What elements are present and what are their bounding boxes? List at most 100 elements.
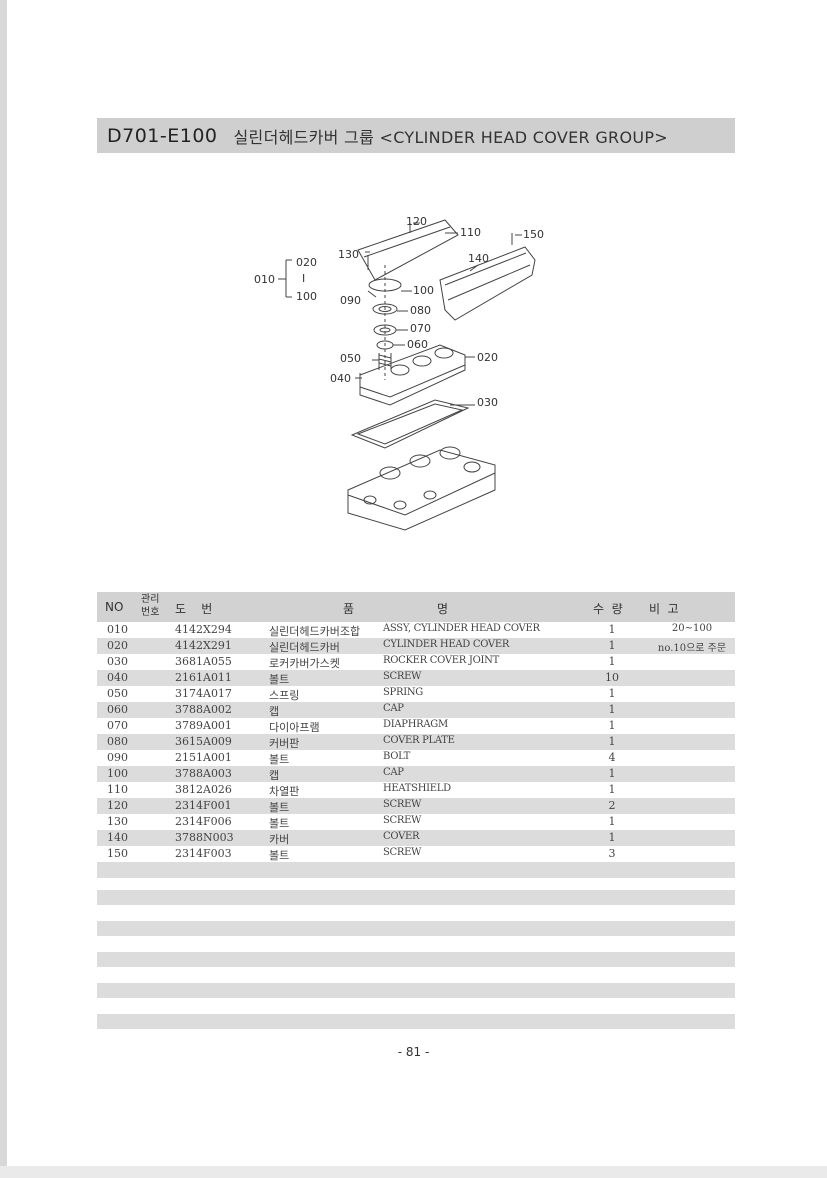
cell-korean-name: 실린더헤드카버조합	[269, 625, 361, 638]
blank-row	[97, 952, 735, 967]
cell-no: 080	[107, 735, 128, 748]
callout-110: 110	[460, 226, 481, 239]
cell-part-number: 2161A011	[175, 671, 232, 684]
cell-korean-name: 볼트	[269, 673, 290, 686]
cell-korean-name: 로커카버가스켓	[269, 657, 340, 670]
cell-qty: 1	[608, 783, 616, 796]
title-bar: D701-E100 실린더헤드카버 그룹 <CYLINDER HEAD COVE…	[97, 118, 735, 153]
cell-english-name: HEATSHIELD	[383, 783, 451, 794]
callout-070: 070	[410, 322, 431, 335]
cell-qty: 1	[608, 719, 616, 732]
table-row: 150 2314F003 볼트 SCREW 3	[97, 846, 735, 862]
cell-no: 050	[107, 687, 128, 700]
cell-qty: 1	[608, 767, 616, 780]
cell-english-name: SCREW	[383, 847, 422, 858]
cell-korean-name: 스프링	[269, 689, 300, 702]
callout-020: 020	[477, 351, 498, 364]
cell-korean-name: 캡	[269, 705, 280, 718]
cell-english-name: SPRING	[383, 687, 423, 698]
cell-no: 140	[107, 831, 128, 844]
exploded-parts-diagram: 120 110 150 130 140 020 I 010 100 090 10…	[254, 215, 544, 531]
page-edge	[0, 0, 7, 1178]
cell-part-number: 3788A002	[175, 703, 232, 716]
cell-english-name: BOLT	[383, 751, 411, 762]
blank-row	[97, 921, 735, 936]
cell-part-number: 3681A055	[175, 655, 232, 668]
cell-english-name: DIAPHRAGM	[383, 719, 448, 730]
cell-no: 060	[107, 703, 128, 716]
cell-part-number: 2314F003	[175, 847, 232, 860]
header-remarks: 비 고	[649, 602, 679, 616]
callout-020-bracket: 020	[296, 256, 317, 269]
cell-qty: 1	[608, 815, 616, 828]
cell-qty: 1	[608, 687, 616, 700]
cell-part-number: 4142X294	[175, 623, 232, 636]
cell-qty: 1	[608, 655, 616, 668]
cell-no: 070	[107, 719, 128, 732]
callout-090: 090	[340, 294, 361, 307]
cell-korean-name: 볼트	[269, 817, 290, 830]
header-no: NO	[105, 600, 124, 614]
cell-korean-name: 볼트	[269, 849, 290, 862]
cell-korean-name: 다이아프램	[269, 721, 320, 734]
cell-no: 090	[107, 751, 128, 764]
cell-no: 130	[107, 815, 128, 828]
cell-part-number: 2151A001	[175, 751, 232, 764]
cell-remarks: 20~100	[671, 623, 713, 634]
cell-qty: 1	[608, 703, 616, 716]
blank-row	[97, 1014, 735, 1029]
cell-english-name: SCREW	[383, 799, 422, 810]
header-drawing-no: 도 번	[175, 602, 213, 616]
cell-korean-name: 차열판	[269, 785, 300, 798]
cell-qty: 2	[608, 799, 616, 812]
cell-korean-name: 캡	[269, 769, 280, 782]
cell-korean-name: 카버	[269, 833, 290, 846]
cell-part-number: 3615A009	[175, 735, 232, 748]
cell-no: 040	[107, 671, 128, 684]
cell-qty: 1	[608, 639, 616, 652]
cell-qty: 3	[608, 847, 616, 860]
bracket-dash: I	[302, 272, 305, 285]
cell-korean-name: 볼트	[269, 801, 290, 814]
cell-remarks: no.10으로 주문	[657, 643, 727, 654]
cell-english-name: CYLINDER HEAD COVER	[383, 639, 510, 650]
blank-row	[97, 890, 735, 905]
table-row: 130 2314F006 볼트 SCREW 1	[97, 814, 735, 830]
page-number: - 81 -	[397, 1045, 430, 1059]
callout-100: 100	[413, 284, 434, 297]
cell-english-name: SCREW	[383, 815, 422, 826]
cell-qty: 1	[608, 623, 616, 636]
cell-part-number: 3788A003	[175, 767, 232, 780]
callout-150: 150	[523, 228, 544, 241]
cell-no: 020	[107, 639, 128, 652]
cell-part-number: 3812A026	[175, 783, 232, 796]
cell-korean-name: 실린더헤드카버	[269, 641, 340, 654]
cell-qty: 1	[608, 831, 616, 844]
cell-english-name: ROCKER COVER JOINT	[383, 655, 499, 666]
cell-part-number: 2314F006	[175, 815, 232, 828]
header-name-a: 품	[343, 602, 355, 616]
callout-140: 140	[468, 252, 489, 265]
callout-100-bracket: 100	[296, 290, 317, 303]
cell-no: 150	[107, 847, 128, 860]
cell-english-name: CAP	[383, 767, 404, 778]
cell-english-name: CAP	[383, 703, 404, 714]
cell-qty: 10	[605, 671, 619, 684]
cell-qty: 1	[608, 735, 616, 748]
header-name-b: 명	[437, 602, 449, 616]
cell-english-name: COVER PLATE	[383, 735, 455, 746]
cell-part-number: 3788N003	[175, 831, 234, 844]
cell-qty: 4	[608, 751, 616, 764]
cell-no: 120	[107, 799, 128, 812]
group-code: D701-E100	[107, 124, 218, 147]
callout-120: 120	[406, 215, 427, 228]
